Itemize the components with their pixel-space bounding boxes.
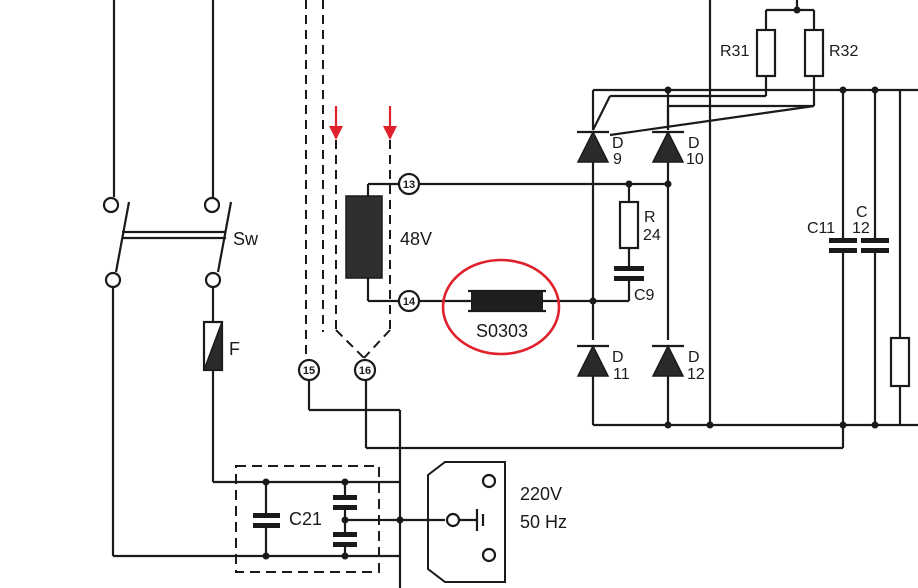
d9-number: 9 — [613, 151, 622, 168]
c12-letter: C — [856, 204, 868, 221]
filter-capacitors: C11 C 12 — [807, 90, 911, 425]
fuse-label: F — [229, 339, 240, 359]
d11-letter: D — [612, 349, 624, 366]
mains-connector: 220V 50 Hz — [396, 461, 567, 583]
r24-letter: R — [644, 209, 656, 226]
terminal-13: 13 — [403, 179, 415, 191]
d9-letter: D — [612, 135, 624, 152]
transformer-voltage-label: 48V — [400, 229, 432, 249]
transformer-winding: 48V — [345, 182, 432, 303]
switch-sw: Sw — [102, 0, 259, 289]
terminal-16: 16 — [359, 365, 371, 377]
part-number-label: S0303 — [476, 321, 528, 341]
highlight-ellipse — [441, 258, 561, 356]
terminal-15: 15 — [303, 365, 315, 377]
d10-letter: D — [688, 135, 700, 152]
s0303-component: S0303 — [419, 258, 593, 356]
terminal-wires — [307, 380, 845, 588]
d12-letter: D — [688, 349, 700, 366]
d12-number: 12 — [687, 366, 705, 383]
c21-filter-block: C21 — [113, 465, 445, 573]
red-arrows — [329, 106, 397, 140]
c12-number: 12 — [852, 220, 870, 237]
terminal-14: 14 — [403, 296, 416, 308]
dashed-bundle — [305, 0, 391, 359]
d11-number: 11 — [613, 366, 630, 383]
resistor-network: R31 R32 — [592, 0, 918, 425]
sw-label: Sw — [233, 229, 259, 249]
r32-label: R32 — [829, 43, 858, 60]
fuse-f: F — [111, 287, 240, 556]
mains-frequency-label: 50 Hz — [520, 512, 567, 532]
c9-label: C9 — [634, 287, 655, 304]
d10-number: 10 — [686, 151, 704, 168]
r24-number: 24 — [643, 227, 661, 244]
mains-voltage-label: 220V — [520, 484, 562, 504]
r31-label: R31 — [720, 43, 749, 60]
c11-label: C11 — [807, 220, 835, 237]
c21-label: C21 — [289, 509, 322, 529]
